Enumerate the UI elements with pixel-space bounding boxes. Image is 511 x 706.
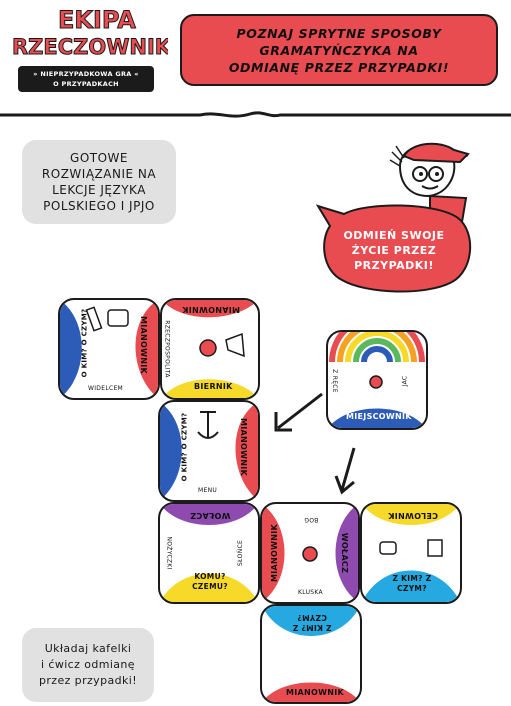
speech-bubble-text: ODMIEŃ SWOJE ŻYCIE PRZEZ PRZYPADKI!	[330, 228, 458, 273]
game-logo: EKIPA RZECZOWNIKA	[12, 6, 169, 60]
bubble-line1: ODMIEŃ SWOJE	[343, 229, 445, 242]
tile-case-left: MIANOWNIK	[270, 523, 280, 583]
bubble-line3: PRZYPADKI!	[354, 259, 434, 272]
tile-case-label: MIANOWNIK	[139, 315, 149, 375]
game-tile: CELOWNIK Z KIM? Z CZYM?	[360, 502, 462, 604]
game-tile: O KIM? O CZYM? MIANOWNIK MENU	[158, 400, 260, 502]
speech-bubble	[316, 204, 471, 293]
tile-shapes	[328, 332, 426, 428]
note-line1: Układaj kafelki	[44, 642, 132, 655]
mascot-character	[389, 142, 470, 224]
headline-banner: POZNAJ SPRYTNE SPOSOBY GRAMATYŃCZYKA NA …	[180, 14, 498, 86]
note-line2: ROZWIĄZANIE NA	[41, 167, 157, 181]
tile-case-label: MIANOWNIK	[286, 688, 345, 697]
tile-question: O KIM? O CZYM?	[180, 412, 189, 482]
tile-word-top: BÓG	[304, 516, 319, 523]
game-tile: Z RĘCE JAC MIEJSCOWNIK	[326, 330, 428, 430]
tile-case-label: MIEJSCOWNIK	[346, 412, 412, 421]
logo-subtitle-line2: O PRZYPADKACH	[53, 80, 119, 88]
logo-line1: EKIPA	[58, 6, 136, 34]
tile-case-bottom: BIERNIK	[194, 382, 233, 391]
arrow-icon	[334, 447, 356, 495]
tile-shapes	[262, 606, 360, 702]
tile-shapes	[162, 300, 258, 398]
info-note-instructions: Układaj kafelki i ćwicz odmianę przez pr…	[22, 628, 154, 702]
tile-word-left: Z RĘCE	[330, 369, 338, 393]
tile-word-right: JAC	[401, 375, 409, 387]
game-tile: MIANOWNIK WOŁACZ BÓG KLUSKA	[260, 502, 360, 604]
tile-question: Z KIM? Z CZYM?	[292, 613, 332, 632]
tile-word-left: NOŻYCZKI	[165, 536, 173, 570]
tile-question: O KIM? O CZYM?	[80, 308, 89, 378]
logo-subtitle-line1: » NIEPRZYPADKOWA GRA «	[33, 70, 139, 78]
tile-case-top: CELOWNIK	[388, 511, 439, 520]
tile-word-bottom: KLUSKA	[298, 589, 323, 596]
headline-line2: GRAMATYŃCZYKA NA	[259, 42, 419, 58]
tile-question: Z KIM? Z CZYM?	[392, 574, 432, 593]
note-line4: POLSKIEGO I JPJO	[43, 199, 155, 213]
game-tile: O KIM? O CZYM? MIANOWNIK WIDELCEM	[58, 298, 160, 400]
tile-question: KOMU? CZEMU?	[192, 572, 228, 591]
tile-case-right: WOŁACZ	[340, 532, 350, 574]
game-tile: WOŁACZ NOŻYCZKI SŁOŃCE KOMU? CZEMU?	[158, 502, 260, 604]
headline-text: POZNAJ SPRYTNE SPOSOBY GRAMATYŃCZYKA NA …	[219, 25, 459, 76]
tile-word: MENU	[198, 487, 218, 494]
game-tile: Z KIM? Z CZYM? MIANOWNIK	[260, 604, 362, 704]
note-line1: GOTOWE	[70, 151, 128, 165]
tile-shapes	[362, 504, 460, 602]
tile-case-top: WOŁACZ	[190, 511, 231, 520]
tile-case-label: MIANOWNIK	[239, 417, 249, 477]
headline-line3: ODMIANĘ PRZEZ PRZYPADKI!	[228, 59, 450, 75]
tile-case-top: MIANOWNIK	[182, 305, 241, 314]
tile-word: WIDELCEM	[88, 385, 124, 392]
tile-word-right: SŁOŃCE	[237, 539, 245, 567]
arrow-icon	[274, 392, 323, 432]
tile-shapes	[160, 504, 258, 602]
note-line2: i ćwicz odmianę	[41, 658, 135, 671]
tile-shapes	[160, 402, 258, 500]
tile-shapes	[262, 504, 358, 602]
info-note-lesson: GOTOWE ROZWIĄZANIE NA LEKCJE JĘZYKA POLS…	[22, 140, 176, 224]
note-line3: przez przypadki!	[38, 674, 138, 687]
divider-line	[0, 111, 511, 118]
tile-shapes	[60, 300, 158, 398]
logo-line2: RZECZOWNIKA	[12, 35, 168, 59]
tile-word-side: RZECZPOSPOLITA	[163, 320, 171, 378]
note-line3: LEKCJE JĘZYKA	[52, 183, 146, 197]
logo-subtitle: » NIEPRZYPADKOWA GRA « O PRZYPADKACH	[18, 66, 154, 92]
bubble-line2: ŻYCIE PRZEZ	[351, 244, 437, 257]
game-tile: MIANOWNIK RZECZPOSPOLITA BIERNIK	[160, 298, 260, 400]
headline-line1: POZNAJ SPRYTNE SPOSOBY	[236, 25, 442, 41]
